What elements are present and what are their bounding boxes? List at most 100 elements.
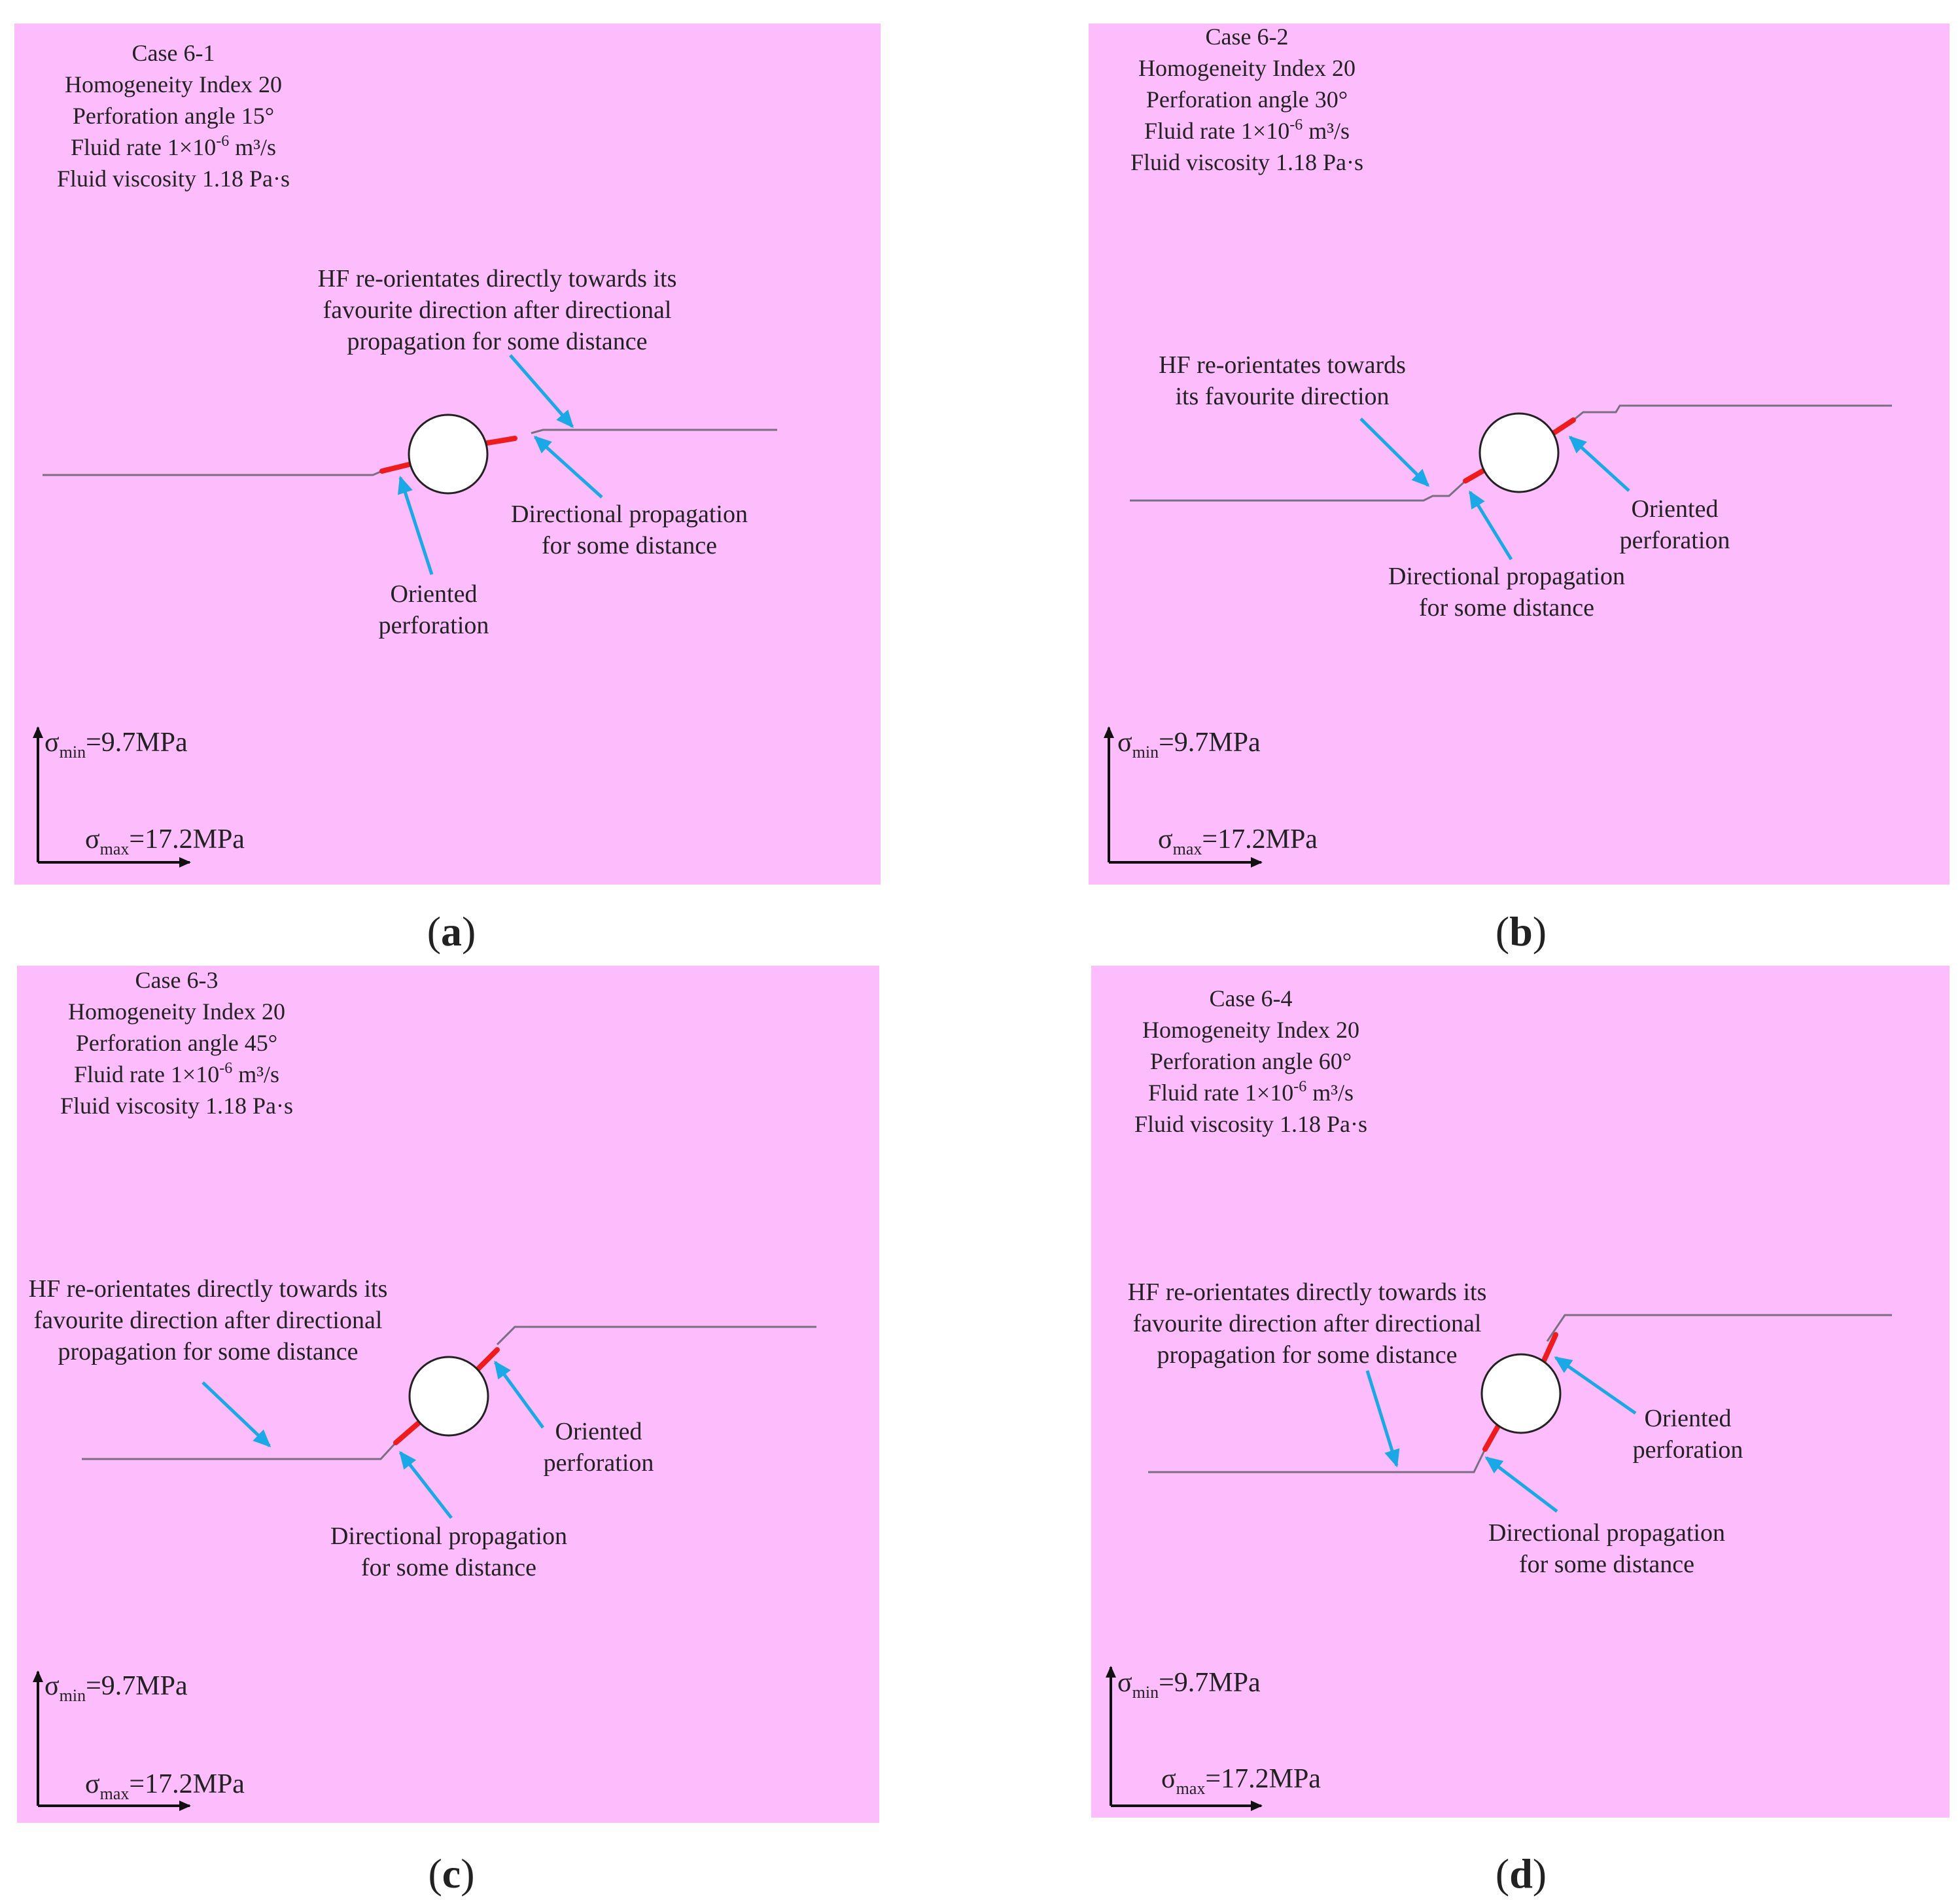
perforation-left [1482, 1421, 1502, 1452]
directional-arrow [1484, 1456, 1558, 1513]
perforation-angle: Perforation angle 30° [1146, 86, 1348, 113]
reorient-annotation-line: HF re-orientates directly towards its [318, 265, 677, 292]
fracture-left [1130, 480, 1467, 502]
panel-label-letter: a [441, 908, 462, 955]
sigma-max-subscript: max [100, 1784, 130, 1803]
reorient-annotation-line: its favourite direction [1175, 383, 1389, 410]
fluid-rate-unit: m³/s [1303, 118, 1350, 144]
fluid-viscosity: Fluid viscosity 1.18 Pa·s [1134, 1111, 1367, 1137]
reorient-annotation-line: favourite direction after directional [34, 1307, 383, 1334]
case-title: Case 6-2 [1206, 24, 1289, 50]
reorient-annotation-line: propagation for some distance [1157, 1341, 1457, 1369]
panel-label-letter: c [442, 1850, 461, 1897]
sigma-min-label: σmin=9.7MPa [44, 1671, 188, 1705]
homogeneity-index: Homogeneity Index 20 [1138, 55, 1356, 81]
sigma-min-subscript: min [1132, 1683, 1159, 1702]
fluid-rate-unit: m³/s [1306, 1080, 1354, 1106]
oriented-arrow [493, 1360, 545, 1429]
panel-label-open: ( [427, 908, 441, 955]
fluid-rate-exponent: -6 [1289, 116, 1303, 133]
homogeneity-index: Homogeneity Index 20 [65, 71, 282, 97]
directional-annotation-line: for some distance [361, 1554, 536, 1581]
homogeneity-index: Homogeneity Index 20 [68, 998, 285, 1025]
perforation-angle: Perforation angle 60° [1150, 1048, 1352, 1074]
panel-label-open: ( [1496, 1850, 1509, 1897]
directional-annotation-line: Directional propagation [330, 1522, 567, 1550]
fluid-rate: Fluid rate 1×10-6 m³/s [74, 1060, 279, 1087]
sigma-min-value: =9.7MPa [1159, 1668, 1261, 1698]
wellbore [1480, 1353, 1562, 1434]
reorient-annotation-line: propagation for some distance [347, 328, 647, 355]
fluid-rate-exponent: -6 [216, 133, 229, 150]
sigma-symbol: σ [85, 1769, 100, 1799]
panel-label-open: ( [428, 1850, 442, 1897]
fluid-rate-unit: m³/s [232, 1061, 279, 1087]
sigma-max-value: =17.2MPa [129, 1769, 245, 1799]
oriented-annotation-line: Oriented [1645, 1405, 1732, 1432]
sigma-max-label: σmax=17.2MPa [85, 1769, 245, 1803]
sigma-symbol: σ [1161, 1764, 1176, 1794]
perforation-right [485, 436, 517, 446]
wellbore [408, 413, 489, 495]
sigma-max-value: =17.2MPa [1202, 824, 1318, 854]
directional-annotation-line: for some distance [542, 532, 717, 559]
perforation-left [379, 462, 411, 474]
directional-annotation-line: for some distance [1519, 1551, 1694, 1578]
homogeneity-index: Homogeneity Index 20 [1142, 1017, 1359, 1043]
sigma-min-subscript: min [60, 1686, 86, 1705]
oriented-annotation-line: perforation [1620, 527, 1730, 554]
perforation-right [1548, 417, 1576, 438]
sigma-symbol: σ [1158, 824, 1173, 854]
sigma-symbol: σ [1117, 728, 1132, 758]
case-title: Case 6-4 [1210, 985, 1293, 1012]
fluid-rate-prefix: Fluid rate 1×10 [1144, 118, 1289, 144]
fracture-left [43, 470, 383, 476]
panel-label-open: ( [1496, 908, 1509, 955]
sigma-min-subscript: min [1132, 743, 1159, 762]
sigma-min-value: =9.7MPa [86, 728, 188, 758]
case-title: Case 6-3 [135, 967, 219, 993]
fluid-viscosity: Fluid viscosity 1.18 Pa·s [60, 1093, 293, 1119]
oriented-annotation-line: perforation [1633, 1436, 1743, 1464]
oriented-arrow [1554, 1356, 1637, 1415]
panel-label-letter: d [1509, 1850, 1533, 1897]
perforation-right [1540, 1332, 1558, 1366]
directional-arrow [533, 435, 603, 499]
oriented-annotation-line: Oriented [1632, 495, 1719, 523]
fracture-right [531, 429, 777, 434]
sigma-min-subscript: min [60, 743, 86, 762]
panel-label-letter: b [1509, 908, 1533, 955]
fluid-rate-unit: m³/s [229, 134, 276, 160]
oriented-annotation-line: Oriented [555, 1418, 642, 1445]
sigma-symbol: σ [44, 1671, 60, 1701]
directional-arrow [1468, 490, 1513, 561]
perforation-angle: Perforation angle 45° [76, 1030, 277, 1056]
annotations: HF re-orientates directly towards its fav… [318, 265, 748, 639]
sigma-min-value: =9.7MPa [86, 1671, 188, 1701]
fluid-viscosity: Fluid viscosity 1.18 Pa·s [57, 166, 290, 192]
panel-label-close: ) [462, 908, 476, 955]
case-title: Case 6-1 [132, 40, 215, 66]
oriented-arrow [1568, 435, 1630, 492]
reorient-arrow [1359, 417, 1430, 487]
reorient-annotation-line: favourite direction after directional [323, 296, 672, 324]
sigma-min-label: σmin=9.7MPa [1117, 728, 1261, 762]
annotations: HF re-orientates directly towards itsfav… [29, 1275, 654, 1581]
sigma-max-subscript: max [1173, 839, 1202, 858]
wellbore [408, 1356, 489, 1437]
fluid-rate: Fluid rate 1×10-6 m³/s [1148, 1078, 1354, 1106]
fluid-rate-prefix: Fluid rate 1×10 [1148, 1080, 1293, 1106]
panel-label-close: ) [1533, 908, 1547, 955]
sigma-max-label: σmax=17.2MPa [1158, 824, 1318, 858]
